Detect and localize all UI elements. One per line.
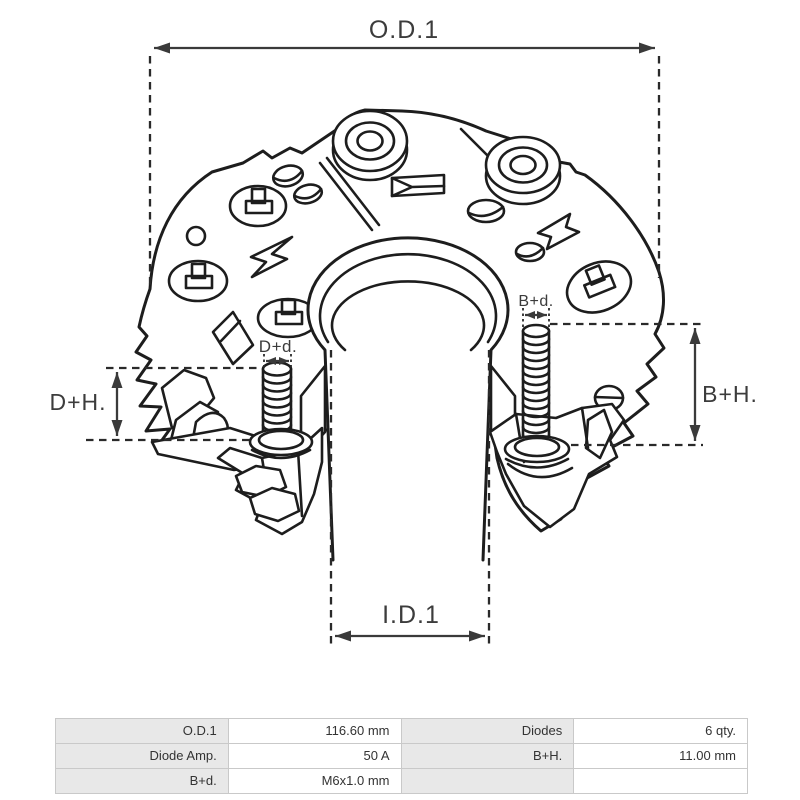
dimension-id1: I.D.1 (329, 350, 491, 644)
spec-empty-label (401, 769, 575, 793)
spec-row-1: O.D.1 116.60 mm Diodes 6 qty. (56, 719, 747, 744)
diode-lower-left (256, 297, 320, 339)
dimension-od1: O.D.1 (148, 16, 661, 287)
diode-right (565, 260, 633, 314)
spec-od1-value: 116.60 mm (228, 719, 402, 743)
dimension-dplus-h: D+H. (49, 366, 262, 442)
diode-top-left (228, 184, 288, 228)
chevron-left (249, 235, 294, 279)
spec-bplus-d-value: M6x1.0 mm (228, 769, 402, 793)
spec-table: O.D.1 116.60 mm Diodes 6 qty. Diode Amp.… (55, 718, 748, 794)
spec-empty-value (574, 769, 747, 793)
spec-bplus-h-label: B+H. (401, 744, 575, 768)
vent-holes (185, 164, 625, 412)
slanted-slot (211, 310, 255, 366)
spec-diodes-value: 6 qty. (574, 719, 747, 743)
stud-right (503, 323, 571, 469)
ring-boss-right (484, 135, 562, 206)
right-bracket (488, 402, 626, 529)
diode-left (167, 259, 229, 303)
id1-label: I.D.1 (382, 601, 440, 629)
ring-boss-left (331, 109, 409, 182)
dimension-dplus-d: D+d. (259, 337, 297, 369)
spec-diodes-label: Diodes (401, 719, 575, 743)
spec-row-2: Diode Amp. 50 A B+H. 11.00 mm (56, 744, 747, 769)
segment-divider-lines (318, 127, 492, 232)
hex-nut-2 (248, 486, 301, 523)
spec-row-3: B+d. M6x1.0 mm (56, 769, 747, 793)
center-slot (390, 173, 446, 198)
technical-drawing: O.D.1 I.D.1 D+H. B+H. D+d. B+d. (49, 16, 758, 644)
stud-left (248, 361, 314, 460)
bplus-d-label: B+d. (518, 293, 553, 310)
spec-bplus-h-value: 11.00 mm (574, 744, 747, 768)
bore-cylinder (299, 236, 517, 562)
dimension-bplus-d: B+d. (518, 293, 553, 327)
diode-details (167, 164, 633, 412)
spec-bplus-d-label: B+d. (56, 769, 229, 793)
dimension-bplus-h: B+H. (550, 322, 758, 447)
bplus-h-label: B+H. (702, 381, 758, 407)
od1-label: O.D.1 (369, 16, 439, 44)
chevron-right (536, 212, 581, 251)
spec-od1-label: O.D.1 (56, 719, 229, 743)
dplus-d-label: D+d. (259, 337, 297, 356)
dplus-h-label: D+H. (49, 389, 106, 415)
spec-diode-amp-label: Diode Amp. (56, 744, 229, 768)
spec-diode-amp-value: 50 A (228, 744, 402, 768)
